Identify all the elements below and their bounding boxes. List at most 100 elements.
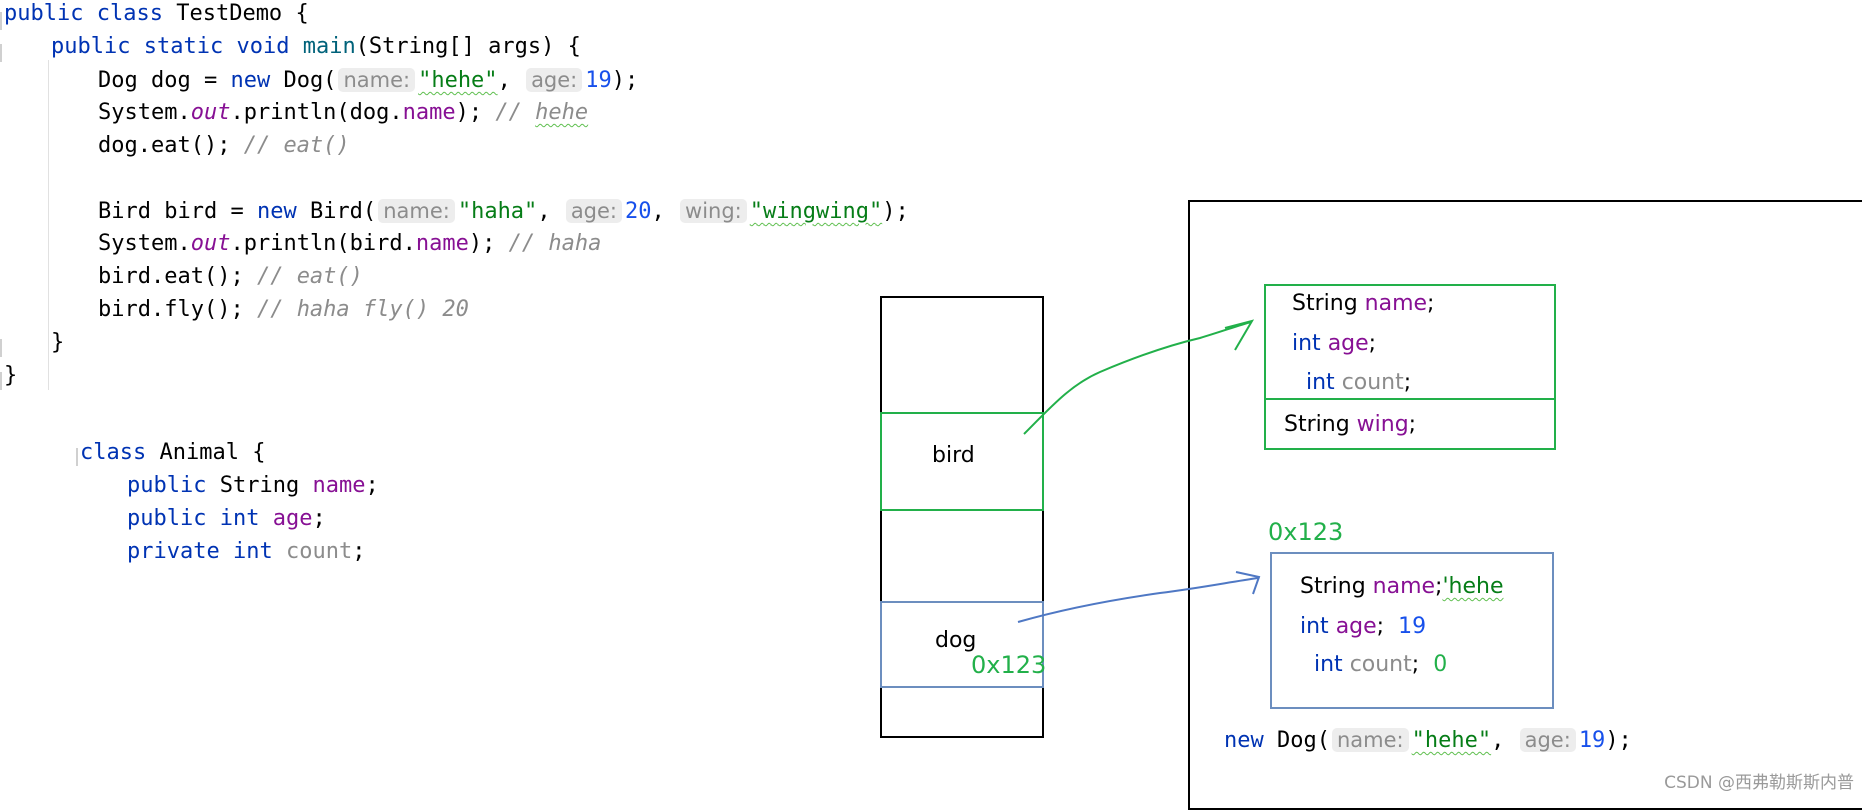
field: age (1327, 331, 1369, 356)
param-hint: name: (1331, 728, 1409, 752)
string-literal: "hehe" (1411, 728, 1492, 753)
param-hint: name: (378, 199, 455, 223)
bird-reference-arrow (1023, 321, 1252, 435)
field: name (402, 100, 456, 125)
bird-field-name: String name; (1292, 290, 1434, 318)
code-line-bird-fly: bird.fly(); // haha fly() 20 (98, 296, 469, 324)
fold-marker (0, 339, 2, 357)
field: count (285, 539, 353, 564)
heap-bird-divider (1264, 398, 1556, 400)
ctor: Dog( (1263, 728, 1330, 753)
code-text: System. (98, 100, 191, 125)
keyword: int (1306, 370, 1335, 395)
field-value: 19 (1398, 614, 1427, 639)
number-literal: 20 (625, 199, 652, 224)
line-end: ; (1376, 614, 1385, 639)
string-literal: "hehe" (418, 68, 498, 93)
field-value: 'hehe (1442, 574, 1504, 599)
keyword: int (219, 506, 260, 531)
code-line-close-method: } (51, 330, 65, 355)
field-value: 0 (1433, 652, 1448, 677)
field: age (1335, 614, 1377, 639)
field: name (312, 473, 366, 498)
field: count (1349, 652, 1412, 677)
line-end: ; (1435, 574, 1443, 599)
code-line-close-class: } (4, 363, 18, 388)
ctor: Dog( (270, 68, 337, 93)
keyword: int (232, 539, 273, 564)
keyword: private (127, 539, 220, 564)
dog-field-age: int age; 19 (1300, 613, 1426, 641)
keyword: void (236, 34, 290, 59)
keyword: public (127, 473, 207, 498)
code-line-dog-eat: dog.eat(); // eat() (98, 132, 350, 160)
stack-label-bird: bird (932, 443, 975, 468)
field: name (1372, 574, 1436, 599)
code-line-animal-decl: class Animal { (80, 439, 265, 467)
static-field: out (190, 231, 231, 256)
field: age (272, 506, 313, 531)
param-hint: wing: (680, 199, 747, 223)
indent-guide (48, 60, 49, 390)
string-literal: "haha" (457, 199, 538, 224)
line-end: ; (352, 539, 366, 564)
separator: , (1491, 728, 1505, 753)
field: count (1341, 370, 1404, 395)
watermark: CSDN @西弗勒斯斯内普 (1664, 773, 1854, 793)
keyword: new (1224, 728, 1264, 753)
separator: , (497, 68, 511, 93)
declaration: Bird bird = (98, 199, 257, 224)
type: String (206, 473, 313, 498)
line-end: ; (1411, 652, 1420, 677)
line-end: ; (1427, 291, 1435, 316)
string-literal: "wingwing" (749, 199, 883, 224)
bird-field-wing: String wing; (1284, 411, 1416, 439)
keyword: new (230, 68, 271, 93)
fold-marker (0, 44, 2, 62)
dog-field-count: int count; 0 (1314, 651, 1447, 679)
line-end: ; (1403, 370, 1412, 395)
param-hint: age: (565, 199, 623, 223)
brace: { (295, 1, 309, 26)
type: String (1284, 412, 1357, 437)
declaration: Dog dog = (98, 68, 231, 93)
code-line-main-decl: public static void main(String[] args) { (51, 33, 581, 61)
ctor: Bird( (296, 199, 377, 224)
keyword: class (80, 440, 147, 465)
bird-field-count: int count; (1306, 369, 1411, 397)
bird-arrowhead (1224, 319, 1255, 351)
line-end: ; (365, 473, 379, 498)
code-line-new-bird: Bird bird = new Bird(name:"haha", age:20… (98, 197, 909, 226)
class-name: Animal { (146, 440, 266, 465)
code-text: ); (468, 231, 509, 256)
heap-dog-address: 0x123 (1268, 518, 1344, 546)
keyword: int (1300, 614, 1329, 639)
code-text: System. (98, 231, 191, 256)
keyword: int (1292, 331, 1321, 356)
code-text: ); (455, 100, 496, 125)
fold-marker (76, 448, 78, 466)
code-text: bird.fly(); (98, 297, 257, 322)
dog-arrowhead (1235, 571, 1261, 595)
separator: , (537, 199, 551, 224)
heap-new-dog-line: new Dog(name:"hehe", age:19); (1224, 726, 1632, 755)
line-end: ); (1605, 728, 1632, 753)
field: wing (1356, 412, 1409, 437)
dog-reference-arrow (1017, 577, 1259, 623)
code-line-animal-name: public String name; (127, 472, 379, 500)
code-line-print-dog: System.out.println(dog.name); // hehe (98, 99, 588, 127)
heap-dog-object (1270, 552, 1554, 709)
keyword: public (51, 34, 131, 59)
stack-label-dog: dog (935, 628, 977, 653)
param-hint: age: (1519, 728, 1576, 752)
code-line-animal-count: private int count; (127, 538, 365, 566)
number-literal: 19 (585, 68, 612, 93)
keyword: new (256, 199, 297, 224)
field: name (415, 231, 469, 256)
stack-slot-bird (880, 412, 1044, 511)
keyword: static (143, 34, 224, 59)
comment: // haha fly() 20 (256, 297, 469, 322)
code-line-class-decl: public class TestDemo { (4, 0, 309, 28)
line-end: ; (1408, 412, 1417, 437)
